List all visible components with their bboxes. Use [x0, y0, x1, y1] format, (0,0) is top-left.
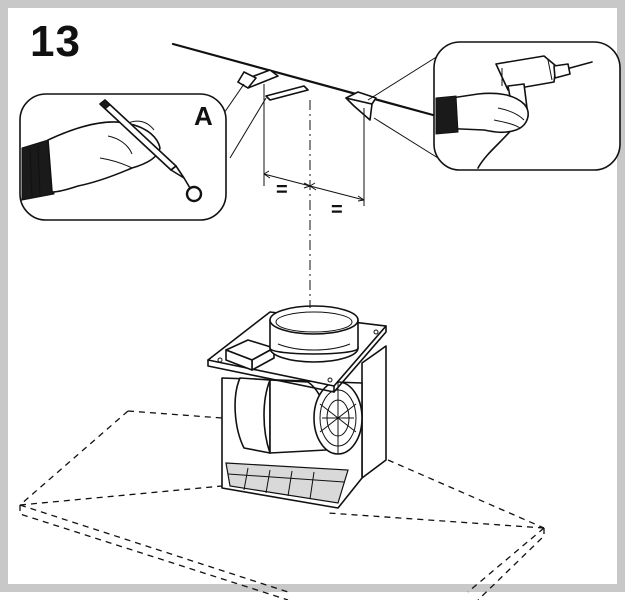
- blower-motor-unit: [207, 305, 387, 509]
- hood-canopy-outline: [19, 410, 545, 600]
- inset-marking-detail: [19, 83, 267, 221]
- step-number: 13: [30, 17, 81, 66]
- equal-distance-left: =: [276, 179, 288, 201]
- equal-distance-right: =: [331, 199, 343, 221]
- ceiling-edge-line: [171, 42, 435, 117]
- hood-installation-diagram: [19, 41, 621, 600]
- inset-drilling-detail: [367, 41, 621, 171]
- marker-label-a: A: [194, 101, 213, 131]
- mounting-brackets: [237, 69, 377, 121]
